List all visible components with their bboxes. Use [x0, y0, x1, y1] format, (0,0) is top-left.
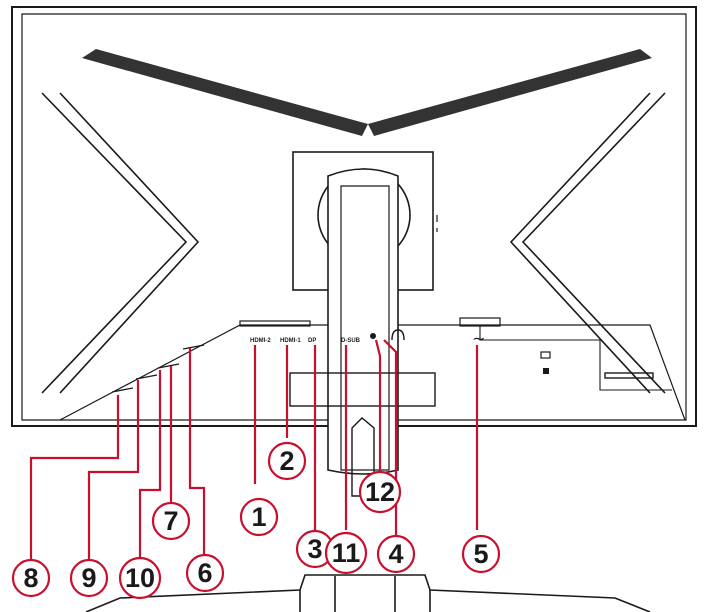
- callout-circle-7: [151, 501, 191, 541]
- callout-circle-2: [267, 441, 307, 481]
- callout-number-8: 8: [23, 563, 38, 593]
- leader-12: [374, 339, 382, 474]
- power-symbol: ~: [472, 329, 485, 348]
- callout-number-1: 1: [251, 502, 266, 532]
- callout-numbers: 1 2 3 4 5 6 7 8 9 10 11 12: [23, 446, 488, 593]
- callout-number-6: 6: [197, 558, 212, 588]
- leader-6: [188, 348, 206, 555]
- callout-number-9: 9: [81, 563, 96, 593]
- callout-number-7: 7: [163, 506, 178, 536]
- callout-number-11: 11: [332, 538, 361, 568]
- callout-circle-6: [185, 553, 225, 593]
- callout-number-4: 4: [388, 539, 403, 569]
- callout-circle-9: [69, 558, 109, 598]
- callout-number-10: 10: [125, 563, 155, 593]
- audio-icons: [370, 329, 405, 341]
- leader-lines: [29, 339, 479, 560]
- callout-circle-12: [358, 470, 402, 514]
- port-label-dsub: D-SUB: [341, 338, 361, 344]
- lock-icon: [543, 368, 549, 374]
- leader-8: [29, 395, 120, 560]
- callout-circle-11: [324, 531, 368, 575]
- monitor-body: [11, 6, 697, 427]
- leader-4: [383, 339, 398, 536]
- usb-ports: [111, 344, 205, 393]
- port-label-dp: DP: [308, 338, 316, 344]
- top-vents: [82, 49, 652, 136]
- callout-number-3: 3: [307, 534, 322, 564]
- leader-9: [87, 380, 140, 560]
- port-label-hdmi2: HDMI-2: [250, 338, 271, 344]
- callout-number-12: 12: [365, 477, 395, 507]
- callout-circle-8: [11, 558, 51, 598]
- callout-circle-5: [461, 534, 501, 574]
- callout-number-5: 5: [473, 539, 488, 569]
- port-labels: HDMI-2 HDMI-1 DP D-SUB ~: [250, 329, 485, 348]
- callout-circle-10: [118, 556, 162, 600]
- leader-10: [138, 370, 162, 560]
- callout-circle-1: [239, 497, 279, 537]
- port-label-hdmi1: HDMI-1: [280, 338, 301, 344]
- lock-icons: [540, 351, 551, 374]
- cable-area: [289, 325, 672, 407]
- headphone-icon: [391, 329, 405, 341]
- kensington-slot-icon: [540, 351, 551, 359]
- callout-circle-4: [376, 534, 416, 574]
- stand-base: [85, 574, 651, 612]
- side-chevrons: [41, 92, 666, 394]
- port-strip: [239, 317, 501, 327]
- callout-number-2: 2: [279, 446, 294, 476]
- stand-neck: [327, 168, 399, 497]
- callout-circles: [11, 441, 501, 600]
- audio-in-icon: [370, 333, 376, 339]
